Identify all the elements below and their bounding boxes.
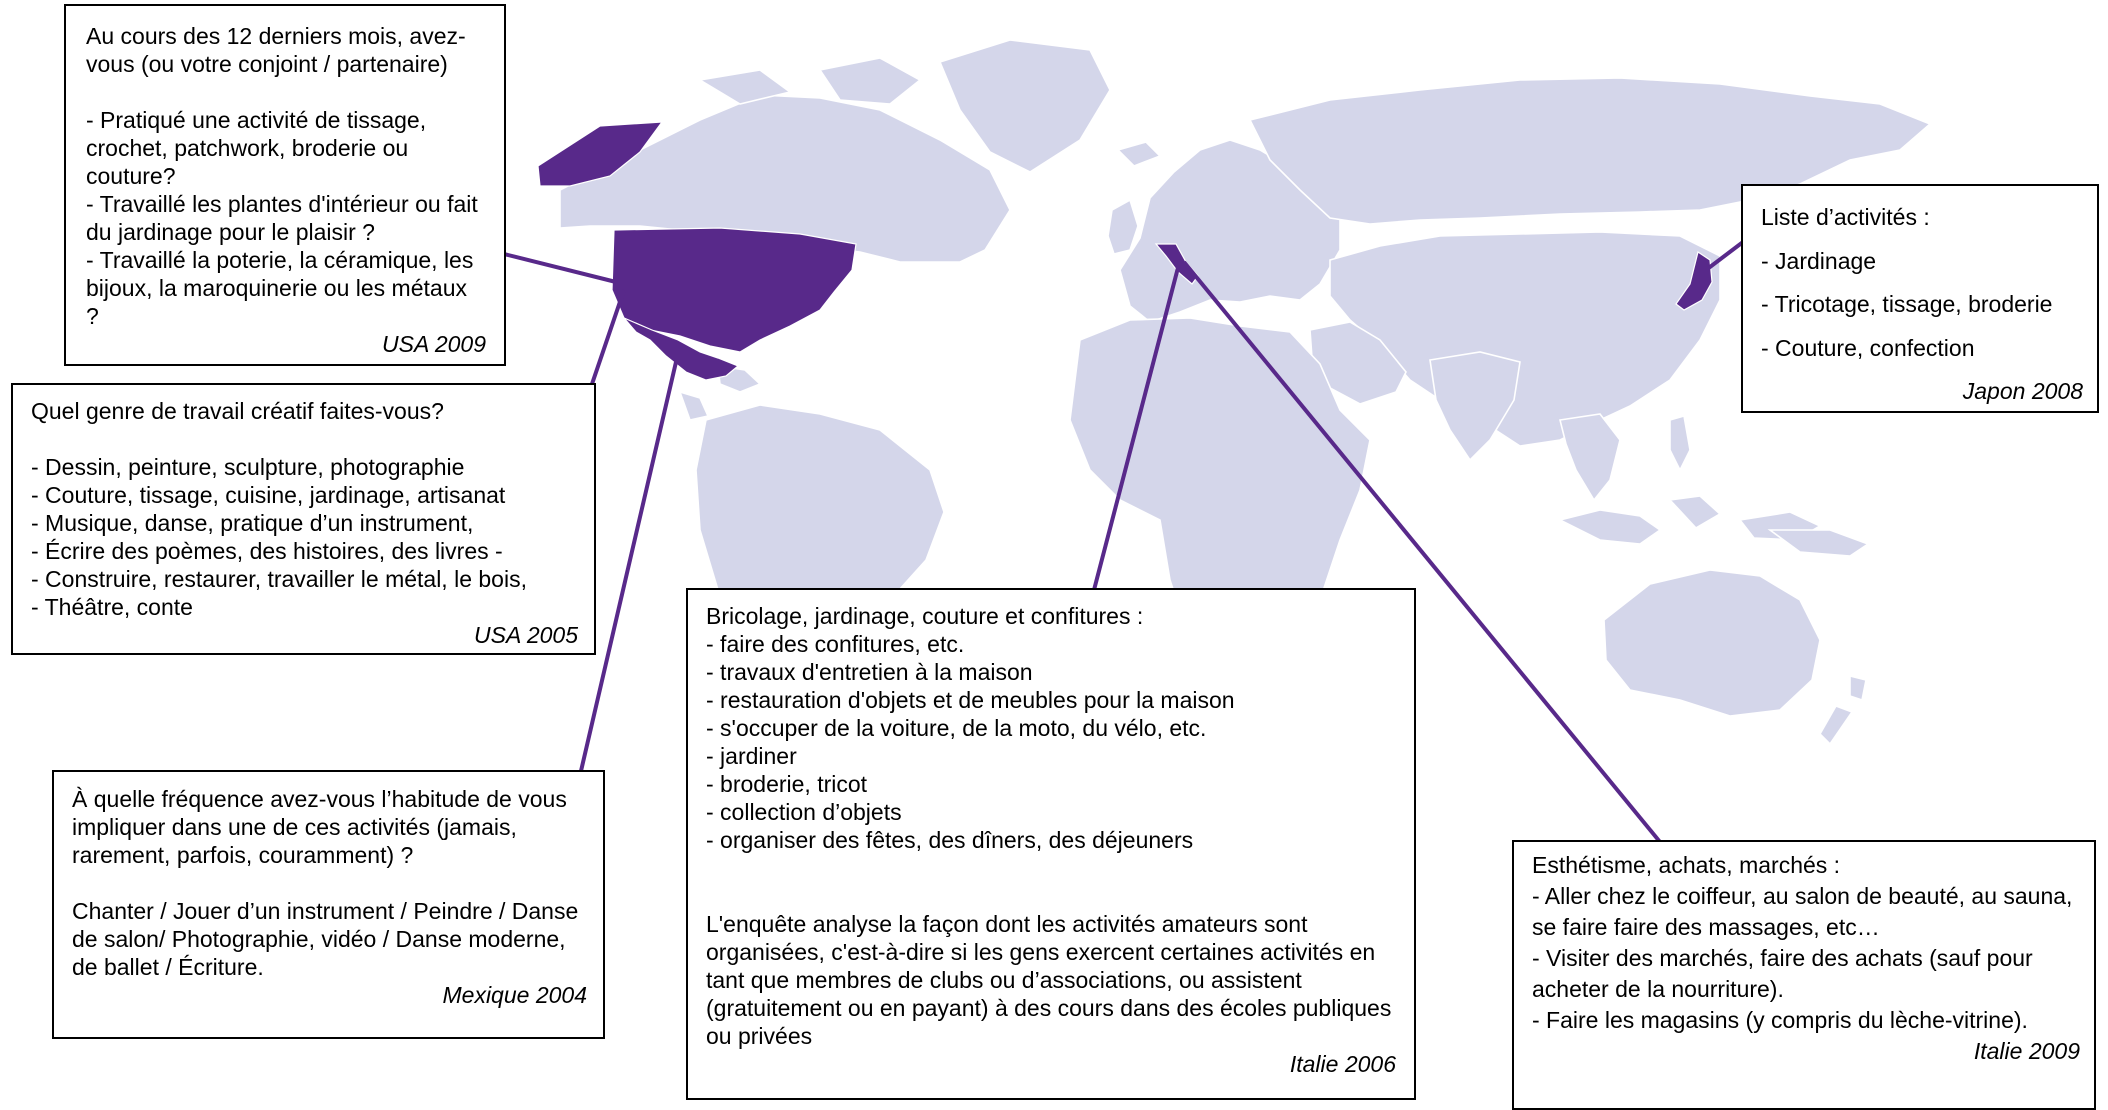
activity-item: - travaux d'entretien à la maison [706, 659, 1033, 685]
activity-item: - Dessin, peinture, sculpture, photograp… [31, 454, 465, 480]
land-asia [1329, 231, 1721, 447]
activity-item: - Pratiqué une activité de tissage, croc… [86, 107, 427, 189]
activity-item: - Tricotage, tissage, broderie [1761, 291, 2053, 317]
land-philippines [1669, 414, 1691, 472]
land-india [1429, 351, 1521, 462]
land-australia [1603, 569, 1821, 717]
connector-ita2009 [1182, 260, 1662, 844]
activity-item: - collection d’objets [706, 799, 902, 825]
activity-text: Chanter / Jouer d’un instrument / Peindr… [72, 898, 579, 980]
activity-item: - Jardinage [1761, 247, 1877, 274]
highlight-alaska [537, 121, 664, 187]
callout-italie-2006: Bricolage, jardinage, couture et confitu… [686, 588, 1416, 1100]
land-caribbean-central [678, 365, 762, 421]
source-label: USA 2005 [474, 622, 578, 648]
source-label: USA 2009 [382, 331, 486, 357]
activity-item: - jardiner [706, 743, 797, 769]
activity-item: - faire des confitures, etc. [706, 631, 965, 657]
callout-japon-2008: Liste d’activités : - Jardinage - Tricot… [1741, 184, 2099, 413]
activity-list: - Jardinage - Tricotage, tissage, broder… [1761, 240, 2083, 371]
connector-jp2008 [1704, 240, 1745, 272]
activity-item: - Couture, confection [1761, 334, 1975, 361]
connector-usa2009 [503, 252, 617, 284]
survey-note: L'enquête analyse la façon dont les acti… [706, 911, 1392, 1049]
source-label: Japon 2008 [1962, 378, 2083, 404]
source-label: Italie 2006 [1289, 1051, 1396, 1077]
connector-ita2006 [1092, 259, 1182, 591]
activity-item: - organiser des fêtes, des dîners, des d… [706, 827, 1194, 853]
activity-item: - Écrire des poèmes, des histoires, des … [31, 538, 503, 564]
callout-usa-2005: Quel genre de travail créatif faites-vou… [11, 383, 596, 655]
source-label: Italie 2009 [1973, 1038, 2080, 1064]
land-canadian-arctic-islands [697, 57, 922, 105]
activity-item: - broderie, tricot [706, 771, 868, 797]
activity-item: - restauration d'objets et de meubles po… [706, 687, 1235, 713]
land-southeast-asia [1559, 413, 1621, 502]
activity-list: - Pratiqué une activité de tissage, croc… [86, 106, 486, 330]
land-iceland [1116, 141, 1162, 167]
activity-item: - Théâtre, conte [31, 594, 193, 620]
activity-item: - Construire, restaurer, travailler le m… [31, 566, 527, 592]
activity-list: - Dessin, peinture, sculpture, photograp… [31, 453, 578, 621]
connector-usa2005 [590, 289, 626, 385]
land-uk [1107, 198, 1139, 255]
callout-heading: Liste d’activités : [1761, 204, 1930, 230]
land-new-guinea [1767, 529, 1870, 557]
activity-item: - Visiter des marchés, faire des achats … [1532, 945, 2033, 1002]
activity-item: - Musique, danse, pratique d’un instrume… [31, 510, 474, 536]
callout-heading: Esthétisme, achats, marchés : [1532, 852, 1841, 878]
activity-item: - s'occuper de la voiture, de la moto, d… [706, 715, 1207, 741]
highlight-japan [1675, 251, 1713, 311]
activity-item: - Travaillé les plantes d'intérieur ou f… [86, 191, 478, 245]
connector-mex2004 [579, 361, 678, 772]
activity-item: - Faire les magasins (y compris du lèche… [1532, 1007, 2028, 1033]
activity-item: - Couture, tissage, cuisine, jardinage, … [31, 482, 506, 508]
callout-question: Au cours des 12 derniers mois, avez-vous… [86, 23, 466, 77]
land-new-zealand [1819, 674, 1867, 746]
highlight-mexico [623, 317, 740, 381]
callout-heading: Bricolage, jardinage, couture et confitu… [706, 603, 1144, 629]
activity-list: - faire des confitures, etc. - travaux d… [706, 630, 1396, 854]
activity-item: - Aller chez le coiffeur, au salon de be… [1532, 883, 2073, 940]
callout-question: À quelle fréquence avez-vous l’habitude … [72, 786, 567, 868]
callout-question: Quel genre de travail créatif faites-vou… [31, 398, 444, 424]
callout-mexique-2004: À quelle fréquence avez-vous l’habitude … [52, 770, 605, 1039]
callout-italie-2009: Esthétisme, achats, marchés : - Aller ch… [1512, 840, 2096, 1110]
activity-list: - Aller chez le coiffeur, au salon de be… [1532, 881, 2080, 1036]
activity-item: - Travaillé la poterie, la céramique, le… [86, 247, 474, 329]
land-greenland [938, 39, 1111, 173]
callout-usa-2009: Au cours des 12 derniers mois, avez-vous… [64, 4, 506, 366]
source-label: Mexique 2004 [442, 982, 588, 1008]
